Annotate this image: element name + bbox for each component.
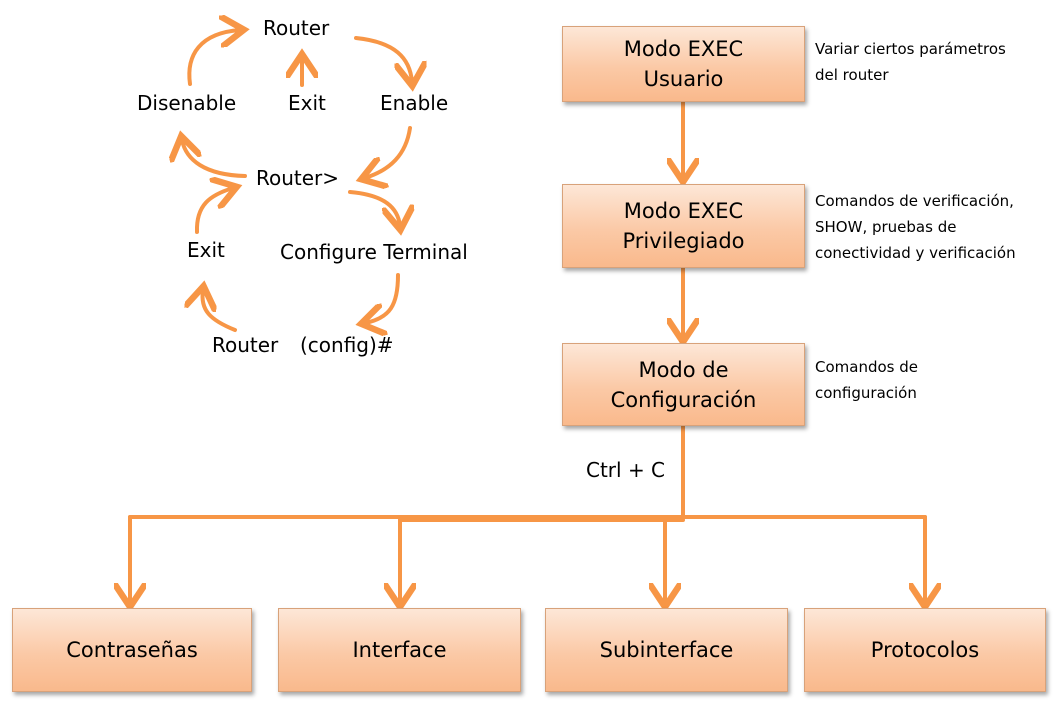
note-config-line1: Comandos de xyxy=(815,358,918,376)
arrow-configure-to-config xyxy=(365,273,400,323)
box-privileged-exec-line2: Privilegiado xyxy=(622,229,745,253)
note-privileged-line1: Comandos de verificación, xyxy=(815,192,1014,210)
box-privileged-exec-line1: Modo EXEC xyxy=(623,199,744,223)
cycle-configure-terminal: Configure Terminal xyxy=(280,240,468,264)
note-user-exec-line2: del router xyxy=(815,66,889,84)
cycle-router-prompt: Router> xyxy=(256,166,340,190)
cycle-exit-top: Exit xyxy=(288,91,326,115)
cycle-disenable: Disenable xyxy=(137,91,237,115)
note-user-exec: Variar ciertos parámetros del router xyxy=(815,36,1006,88)
cycle-config-prompt: (config)# xyxy=(300,333,394,357)
cycle-router-bottom: Router xyxy=(212,333,279,357)
arrow-prompt-to-configure xyxy=(348,190,400,226)
box-user-exec: Modo EXEC Usuario xyxy=(562,26,805,102)
note-privileged-exec: Comandos de verificación, SHOW, pruebas … xyxy=(815,188,1016,266)
box-config-line1: Modo de xyxy=(638,357,729,382)
shortcut-ctrl-c: Ctrl + C xyxy=(586,458,666,482)
box-config-mode: Modo de Configuración xyxy=(562,343,805,426)
box-interface: Interface xyxy=(278,608,521,692)
box-subinterface: Subinterface xyxy=(545,608,788,692)
cycle-exit-bottom: Exit xyxy=(187,238,225,262)
arrow-disenable-to-router xyxy=(187,30,240,86)
box-subinterface-label: Subinterface xyxy=(599,638,734,662)
box-config-line2: Configuración xyxy=(610,387,757,412)
box-privileged-exec: Modo EXEC Privilegiado xyxy=(562,184,805,268)
arrow-prompt-to-disenable xyxy=(182,140,247,178)
arrow-enable-to-prompt xyxy=(365,126,412,178)
arrow-exit-to-prompt xyxy=(194,188,233,234)
box-user-exec-line1: Modo EXEC xyxy=(623,37,744,61)
box-contrasenas-label: Contraseñas xyxy=(66,638,198,662)
arrow-router-to-exit xyxy=(202,290,237,332)
note-user-exec-line1: Variar ciertos parámetros xyxy=(815,40,1006,58)
arrow-router-to-enable xyxy=(354,36,412,82)
cycle-enable: Enable xyxy=(380,91,449,115)
note-config: Comandos de configuración xyxy=(815,354,918,406)
note-privileged-line2: SHOW, pruebas de xyxy=(815,218,957,236)
note-config-line2: configuración xyxy=(815,384,917,402)
box-interface-label: Interface xyxy=(352,638,447,662)
box-user-exec-line2: Usuario xyxy=(643,67,724,91)
box-contrasenas: Contraseñas xyxy=(12,608,252,692)
box-protocolos-label: Protocolos xyxy=(870,638,980,662)
box-protocolos: Protocolos xyxy=(804,608,1046,692)
note-privileged-line3: conectividad y verificación xyxy=(815,244,1016,262)
cycle-router-top: Router xyxy=(263,16,330,40)
